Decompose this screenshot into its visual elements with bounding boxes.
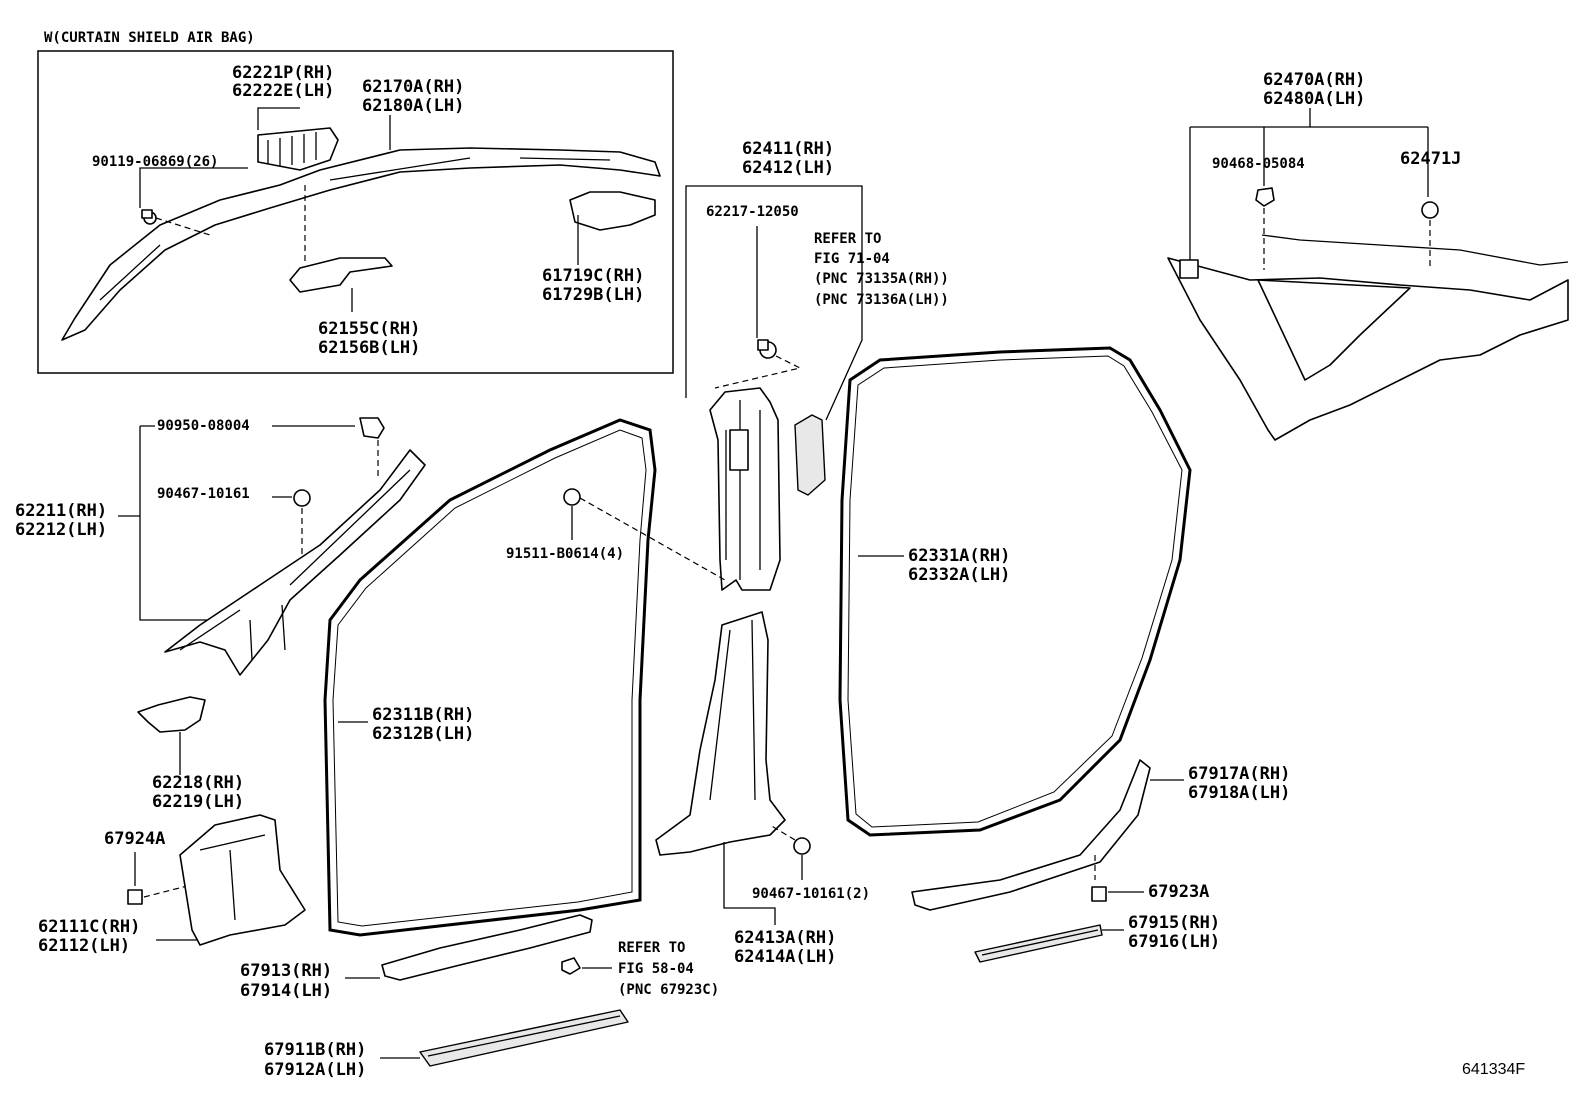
clip-90467-b[interactable] — [793, 837, 811, 855]
cowl-side-bracket-62218[interactable] — [137, 696, 206, 733]
label-90467-a: 90467-10161 — [157, 486, 250, 502]
clip-67923A[interactable] — [1091, 886, 1107, 902]
label-62170A: 62170A(RH)62180A(LH) — [362, 77, 464, 116]
figure-id: 641334F — [1462, 1061, 1525, 1078]
curtain-airbag-part[interactable] — [61, 147, 661, 341]
label-62471J: 62471J — [1400, 149, 1461, 169]
front-pillar-garnish[interactable] — [164, 449, 426, 676]
center-pillar-upper-garnish[interactable] — [709, 387, 781, 591]
center-pillar-lower-garnish[interactable] — [655, 611, 786, 856]
clip-67924A[interactable] — [127, 889, 143, 905]
clip-91511[interactable] — [563, 488, 581, 506]
airbag-bracket-62155C[interactable] — [289, 257, 393, 293]
label-91511: 91511-B0614(4) — [506, 546, 624, 562]
label-67913: 67913(RH)67914(LH) — [240, 961, 332, 1001]
curtain-airbag-box-title: W(CURTAIN SHIELD AIR BAG) — [44, 30, 255, 46]
quarter-trim-panel[interactable] — [1167, 234, 1569, 441]
label-67917A: 67917A(RH)67918A(LH) — [1188, 764, 1290, 803]
airbag-bracket-61719C[interactable] — [569, 191, 656, 231]
label-62217: 62217-12050 — [706, 204, 799, 220]
clip-90950[interactable] — [359, 417, 385, 439]
clip-62217[interactable] — [757, 339, 777, 359]
clip-90467-a[interactable] — [293, 489, 311, 507]
front-door-scuff-plate-inner[interactable] — [381, 914, 593, 981]
label-62413A: 62413A(RH)62414A(LH) — [734, 928, 836, 967]
label-62155C: 62155C(RH)62156B(LH) — [318, 319, 420, 358]
label-62331A: 62331A(RH)62332A(LH) — [908, 546, 1010, 585]
label-62311B: 62311B(RH)62312B(LH) — [372, 705, 474, 744]
label-90468: 90468-05084 — [1212, 156, 1305, 172]
label-90119: 90119-06869(26) — [92, 154, 218, 170]
clip-90468[interactable] — [1255, 187, 1275, 207]
label-67923A: 67923A — [1148, 882, 1209, 902]
rear-door-scuff-plate-outer[interactable] — [974, 924, 1103, 963]
label-90467-b: 90467-10161(2) — [752, 886, 870, 902]
clip-90119[interactable] — [141, 209, 157, 225]
label-62221P: 62221P(RH)62222E(LH) — [232, 63, 334, 101]
seatbelt-anchor-cover[interactable] — [794, 414, 826, 496]
curtain-airbag-box — [37, 50, 674, 374]
front-door-opening-trim-weatherstrip[interactable] — [323, 418, 657, 937]
label-62411: 62411(RH)62412(LH) — [742, 139, 834, 178]
label-62211: 62211(RH)62212(LH) — [15, 501, 107, 540]
rear-door-opening-trim-weatherstrip[interactable] — [838, 346, 1192, 837]
label-62111C: 62111C(RH)62112(LH) — [38, 917, 140, 956]
label-67924A: 67924A — [104, 829, 165, 849]
label-61719C: 61719C(RH)61729B(LH) — [542, 266, 644, 305]
label-62470A: 62470A(RH)62480A(LH) — [1263, 70, 1365, 109]
clip-67923C[interactable] — [561, 957, 581, 975]
rear-door-scuff-plate-inner[interactable] — [911, 759, 1151, 911]
label-90950: 90950-08004 — [157, 418, 250, 434]
clip-62471J[interactable] — [1421, 201, 1439, 219]
front-door-scuff-plate-outer[interactable] — [419, 1009, 629, 1067]
label-62218: 62218(RH)62219(LH) — [152, 773, 244, 812]
label-67915: 67915(RH)67916(LH) — [1128, 913, 1220, 952]
airbag-bracket-62221P[interactable] — [257, 127, 339, 171]
label-67911B: 67911B(RH)67912A(LH) — [264, 1040, 366, 1080]
cowl-side-trim-board[interactable] — [179, 814, 306, 946]
